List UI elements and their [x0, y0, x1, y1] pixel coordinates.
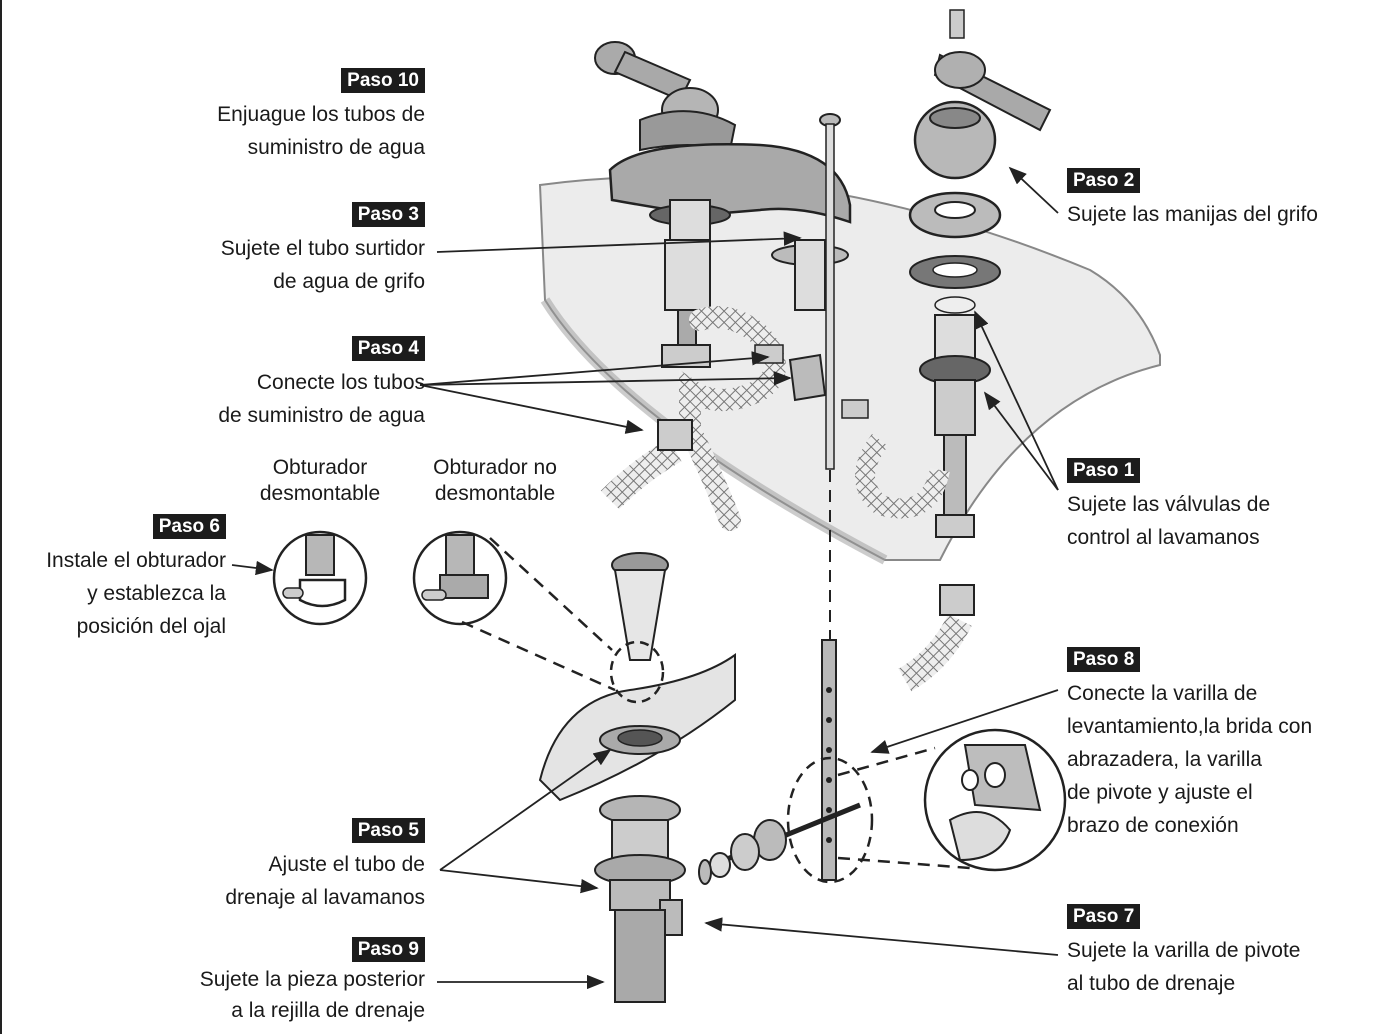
detail-clip-zoom — [837, 728, 1067, 872]
step-6: Paso 6 Instale el obturador y establezca… — [46, 514, 226, 643]
step-3: Paso 3 Sujete el tubo surtidor de agua d… — [221, 202, 425, 298]
step-8-text-3: abrazadera, la varilla — [1067, 748, 1262, 771]
step-6-text-3: posición del ojal — [76, 615, 226, 638]
caption-non-removable-line1: Obturador no — [433, 456, 557, 479]
step-2-badge: Paso 2 — [1067, 168, 1141, 193]
step-6-badge: Paso 6 — [152, 514, 226, 539]
step-10: Paso 10 Enjuague los tubos de suministro… — [217, 68, 425, 164]
step-7: Paso 7 Sujete la varilla de pivote al tu… — [1067, 904, 1300, 1000]
caption-non-removable-line2: desmontable — [434, 482, 556, 505]
step-8-text-4: de pivote y ajuste el — [1067, 781, 1253, 804]
step-3-text-1: Sujete el tubo surtidor — [220, 237, 425, 260]
step-9: Paso 9 Sujete la pieza posterior a la re… — [200, 937, 425, 1026]
left-handle — [594, 41, 737, 152]
step-2-text-1: Sujete las manijas del grifo — [1067, 203, 1318, 226]
caption-removable-line1: Obturador — [272, 456, 368, 479]
step-5-text-1: Ajuste el tubo de — [268, 853, 425, 876]
step-1-badge: Paso 1 — [1067, 458, 1141, 483]
caption-removable-line2: desmontable — [259, 482, 381, 505]
step-4-text-1: Conecte los tubos — [256, 371, 425, 394]
step-10-text-2: suministro de agua — [247, 136, 425, 159]
drain-assembly — [538, 552, 736, 1003]
left-border — [0, 0, 2, 1034]
step-10-badge: Paso 10 — [341, 68, 425, 93]
leader-lines — [231, 166, 1059, 990]
step-10-text-1: Enjuague los tubos de — [217, 103, 425, 126]
step-8-text-1: Conecte la varilla de — [1067, 682, 1258, 705]
detail-removable — [272, 530, 368, 626]
step-4: Paso 4 Conecte los tubos de suministro d… — [218, 336, 425, 432]
step-6-text-2: y establezca la — [87, 582, 226, 605]
step-1-text-2: control al lavamanos — [1067, 526, 1260, 549]
step-8-text-2: levantamiento,la brida con — [1067, 715, 1313, 738]
step-6-text-1: Instale el obturador — [46, 549, 226, 572]
lift-rod — [819, 113, 841, 650]
detail-non-removable — [412, 530, 665, 704]
step-8-text-5: brazo de conexión — [1067, 814, 1239, 837]
step-7-text-2: al tubo de drenaje — [1067, 972, 1236, 995]
pivot-rod-assembly — [698, 639, 874, 885]
right-valve-stack — [908, 9, 1052, 538]
step-9-text-1: Sujete la pieza posterior — [199, 968, 425, 991]
step-3-badge: Paso 3 — [351, 202, 425, 227]
step-1-text-1: Sujete las válvulas de — [1067, 493, 1271, 516]
step-4-badge: Paso 4 — [351, 336, 425, 361]
step-5-text-2: drenaje al lavamanos — [225, 886, 425, 909]
step-1: Paso 1 Sujete las válvulas de control al… — [1067, 458, 1270, 554]
step-7-text-1: Sujete la varilla de pivote — [1067, 939, 1301, 962]
caption-removable: Obturador desmontable — [245, 455, 395, 507]
step-5: Paso 5 Ajuste el tubo de drenaje al lava… — [225, 818, 425, 914]
step-9-badge: Paso 9 — [351, 937, 425, 962]
supply-hoses — [600, 306, 975, 692]
caption-non-removable: Obturador no desmontable — [410, 455, 580, 507]
step-9-text-2: a la rejilla de drenaje — [231, 999, 425, 1022]
step-2: Paso 2 Sujete las manijas del grifo — [1067, 168, 1318, 231]
step-8-badge: Paso 8 — [1067, 647, 1141, 672]
step-8: Paso 8 Conecte la varilla de levantamien… — [1067, 647, 1312, 842]
step-7-badge: Paso 7 — [1067, 904, 1141, 929]
faucet-spout — [608, 143, 852, 368]
step-3-text-2: de agua de grifo — [273, 270, 425, 293]
step-4-text-2: de suministro de agua — [218, 404, 425, 427]
step-5-badge: Paso 5 — [351, 818, 425, 843]
